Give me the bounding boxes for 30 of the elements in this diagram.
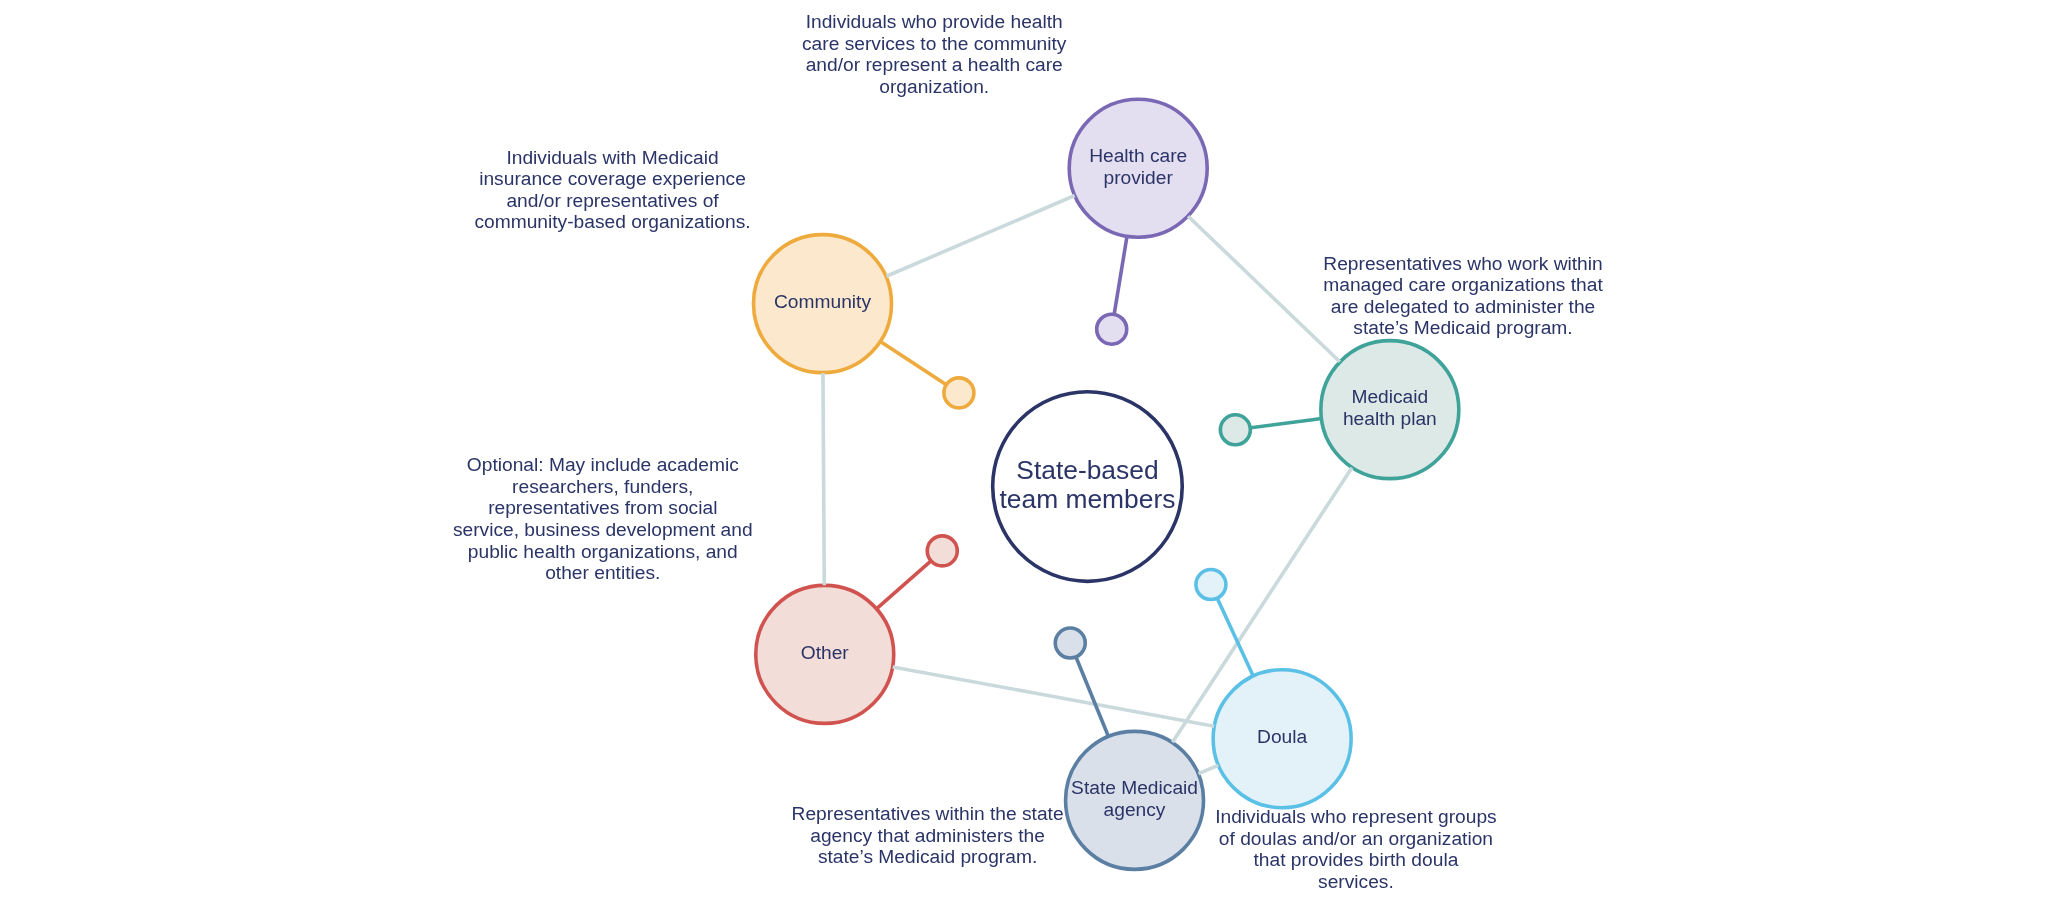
node-circle: Doula bbox=[1210, 667, 1353, 810]
node-circle bbox=[1193, 567, 1228, 602]
connector bbox=[1197, 763, 1219, 776]
connector bbox=[1186, 214, 1341, 363]
node-circle bbox=[941, 376, 976, 410]
node-circle bbox=[1218, 413, 1252, 447]
node-circle bbox=[924, 534, 959, 568]
connector bbox=[875, 559, 932, 611]
node-circle: State Medicaid agency bbox=[1063, 729, 1205, 872]
node-circle: Health care provider bbox=[1066, 97, 1209, 240]
node-circle bbox=[1052, 626, 1087, 660]
node-label: Individuals with Medicaid insurance coverage experience and/or representatives of community-based organizations. bbox=[473, 146, 751, 233]
connector bbox=[1250, 416, 1322, 430]
node-circle: Community bbox=[751, 232, 893, 375]
connector bbox=[1170, 466, 1353, 744]
node-circle: State-based team members bbox=[990, 389, 1184, 584]
node-label: Representatives within the state agency that administers the state’s Medicaid program. bbox=[791, 802, 1064, 868]
connector bbox=[885, 193, 1075, 278]
connector bbox=[891, 665, 1214, 728]
connector bbox=[820, 372, 826, 586]
node-label: Optional: May include academic researchers, funders, representatives from social service, business development and public health organizations, and other entities. bbox=[452, 454, 753, 584]
node-circle: Other bbox=[753, 583, 896, 726]
node-circle bbox=[1094, 312, 1128, 347]
connector bbox=[1111, 236, 1129, 315]
node-circle: Medicaid health plan bbox=[1318, 338, 1461, 481]
node-label: Individuals who provide health care services to the community and/or represent a health care organization. bbox=[801, 11, 1066, 98]
connector bbox=[878, 339, 947, 387]
connector bbox=[1073, 656, 1110, 737]
node-label: Representatives who work within managed care organizations that are delegated to administer the state’s Medicaid program. bbox=[1322, 252, 1603, 339]
connector bbox=[1215, 597, 1255, 677]
